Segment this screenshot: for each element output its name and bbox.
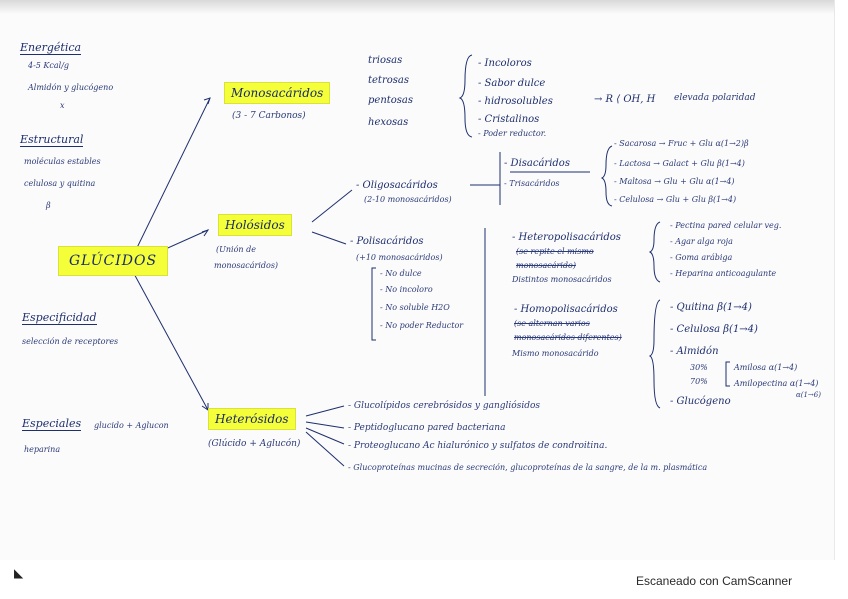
connector-lines bbox=[131, 54, 730, 467]
especificidad-line-1: selección de receptores bbox=[22, 337, 119, 346]
especiales-heading: Especiales bbox=[22, 417, 82, 432]
poli-prop-1: - No dulce bbox=[380, 269, 422, 278]
oligosacaridos-sub: (2-10 monosacáridos) bbox=[364, 195, 452, 204]
poli-prop-3: - No soluble H2O bbox=[380, 303, 450, 312]
homo-item-4: - Glucógeno bbox=[670, 396, 731, 407]
almidon-pct-1: 30% bbox=[690, 363, 708, 372]
holosidos-box: Holósidos bbox=[218, 214, 292, 236]
energetica-line-2: Almidón y glucógeno bbox=[28, 83, 114, 92]
poli-prop-4: - No poder Reductor bbox=[380, 321, 464, 330]
especificidad-heading: Especificidad bbox=[22, 311, 97, 326]
especiales-line-1: glucido + Aglucon bbox=[94, 421, 169, 430]
heterosido-3: - Proteoglucano Ac hialurónico y sulfato… bbox=[348, 441, 608, 451]
monosacaridos-sub: (3 - 7 Carbonos) bbox=[232, 111, 306, 121]
hetero-strike-2: monosacárido) bbox=[516, 261, 576, 270]
page-shadow bbox=[0, 0, 834, 14]
homo-strike-1: (se alternan varios bbox=[514, 319, 590, 328]
mono-formula: → R ⟨ OH, H bbox=[594, 94, 656, 105]
hetero-strike-1: (se repite el mismo bbox=[516, 247, 594, 256]
heteropolisacaridos-label: - Heteropolisacáridos bbox=[512, 232, 621, 243]
energetica-heading: Energética bbox=[20, 41, 82, 56]
estructural-line-2: celulosa y quitina bbox=[24, 179, 96, 188]
mono-prop-5: - Poder reductor. bbox=[478, 129, 547, 138]
polisacaridos-sub: (+10 monosacáridos) bbox=[356, 253, 443, 262]
amilosa: Amilosa α(1→4) bbox=[734, 363, 798, 372]
homo-item-2: - Celulosa β(1→4) bbox=[670, 324, 758, 335]
homo-item-1: - Quitina β(1→4) bbox=[670, 302, 752, 313]
mono-polaridad: elevada polaridad bbox=[674, 93, 756, 103]
polisacaridos-label: - Polisacáridos bbox=[350, 236, 424, 247]
mono-prop-4: - Cristalinos bbox=[478, 114, 540, 125]
estructural-heading: Estructural bbox=[20, 133, 84, 148]
mono-prop-2: - Sabor dulce bbox=[478, 78, 546, 89]
mono-type-3: pentosas bbox=[368, 95, 414, 106]
heterosido-4: - Glucoproteínas mucinas de secreción, g… bbox=[348, 463, 708, 472]
hetero-sub: Distintos monosacáridos bbox=[512, 275, 612, 284]
disacaridos-label: - Disacáridos bbox=[504, 158, 570, 169]
trisacaridos-label: - Trisacáridos bbox=[504, 179, 560, 188]
heterosidos-sub: (Glúcido + Aglucón) bbox=[208, 439, 301, 449]
amilopectina-link: α(1→6) bbox=[796, 391, 821, 399]
mono-prop-1: - Incoloros bbox=[478, 58, 532, 69]
especiales-line-2: heparina bbox=[24, 445, 61, 454]
monosacaridos-box: Monosacáridos bbox=[224, 82, 331, 104]
mono-type-4: hexosas bbox=[368, 117, 409, 128]
estructural-line-3: β bbox=[46, 201, 51, 210]
mono-type-2: tetrosas bbox=[368, 75, 409, 86]
camscanner-footer: Escaneado con CamScanner bbox=[636, 574, 793, 588]
poli-prop-2: - No incoloro bbox=[380, 285, 433, 294]
hetero-item-2: - Agar alga roja bbox=[670, 237, 733, 246]
amilopectina: Amilopectina α(1→4) bbox=[734, 379, 819, 388]
disacarido-2: - Lactosa → Galact + Glu β(1→4) bbox=[614, 159, 745, 168]
almidon-pct-2: 70% bbox=[690, 377, 708, 386]
scan-corner-mark: ◣ bbox=[14, 566, 24, 580]
hetero-item-3: - Goma arábiga bbox=[670, 253, 733, 262]
hetero-item-4: - Heparina anticoagulante bbox=[670, 269, 777, 278]
disacarido-4: - Celulosa → Glu + Glu β(1→4) bbox=[614, 195, 737, 204]
oligosacaridos-label: - Oligosacáridos bbox=[356, 180, 438, 191]
energetica-line-3: x bbox=[60, 101, 65, 110]
homo-strike-2: monosacáridos diferentes) bbox=[514, 333, 622, 342]
estructural-line-1: moléculas estables bbox=[24, 157, 101, 166]
holosidos-sub-2: monosacáridos) bbox=[214, 261, 279, 270]
holosidos-sub-1: (Unión de bbox=[216, 245, 256, 254]
heterosido-2: - Peptidoglucano pared bacteriana bbox=[348, 423, 506, 433]
mono-type-1: triosas bbox=[368, 55, 403, 66]
disacarido-3: - Maltosa → Glu + Glu α(1→4) bbox=[614, 177, 735, 186]
glucidos-box: GLÚCIDOS bbox=[58, 246, 169, 276]
homopolisacaridos-label: - Homopolisacáridos bbox=[514, 304, 618, 315]
scanned-page: Energética 4-5 Kcal/g Almidón y glucógen… bbox=[0, 0, 835, 560]
heterosido-1: - Glucolípidos cerebrósidos y gangliósid… bbox=[348, 401, 541, 411]
mono-prop-3: - hidrosolubles bbox=[478, 96, 553, 107]
hetero-item-1: - Pectina pared celular veg. bbox=[670, 221, 782, 230]
heterosidos-box: Heterósidos bbox=[208, 408, 296, 430]
disacarido-1: - Sacarosa → Fruc + Glu α(1→2)β bbox=[614, 139, 749, 148]
homo-item-3: - Almidón bbox=[670, 346, 719, 357]
homo-sub: Mismo monosacárido bbox=[512, 349, 599, 358]
energetica-line-1: 4-5 Kcal/g bbox=[28, 61, 70, 70]
